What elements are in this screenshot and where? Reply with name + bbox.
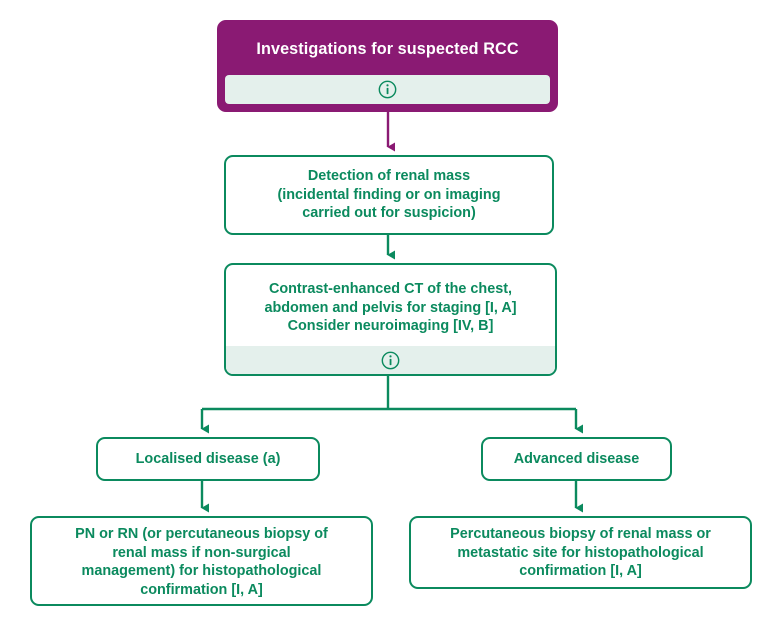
text-line: confirmation [I, A] [140, 582, 263, 599]
node-percutaneous-label: Percutaneous biopsy of renal mass or met… [450, 525, 711, 581]
node-localised-disease[interactable]: Localised disease (a) [96, 437, 320, 481]
node-detection-text: Detection of renal mass (incidental find… [226, 157, 552, 233]
node-header-title: Investigations for suspected RCC [256, 39, 519, 58]
text-line: renal mass if non-surgical [112, 544, 291, 561]
node-ct-text: Contrast-enhanced CT of the chest, abdom… [226, 265, 555, 346]
node-pn-rn-label: PN or RN (or percutaneous biopsy of rena… [75, 525, 328, 600]
node-detection-label: Detection of renal mass (incidental find… [277, 167, 500, 223]
text-line: Contrast-enhanced CT of the chest, [268, 280, 513, 297]
node-investigations-header[interactable]: Investigations for suspected RCC [217, 20, 558, 112]
node-percutaneous-text: Percutaneous biopsy of renal mass or met… [411, 518, 750, 587]
node-pn-rn-text: PN or RN (or percutaneous biopsy of rena… [32, 518, 371, 604]
header-info-strip[interactable] [225, 75, 550, 104]
edge-ct-branch-bus [200, 376, 576, 411]
info-icon[interactable] [378, 80, 397, 99]
node-pn-or-rn-biopsy[interactable]: PN or RN (or percutaneous biopsy of rena… [30, 516, 373, 606]
text-line: (incidental finding or on imaging [277, 186, 501, 203]
text-line: metastatic site for histopathological [457, 544, 704, 561]
text-line: Percutaneous biopsy of renal mass or [450, 526, 711, 542]
text-line: confirmation [I, A] [519, 563, 642, 580]
info-icon[interactable] [381, 351, 400, 370]
text-line: carried out for suspicion) [302, 205, 476, 222]
text-line: PN or RN (or percutaneous biopsy of [75, 526, 328, 542]
node-ct-label: Contrast-enhanced CT of the chest, abdom… [264, 280, 516, 336]
text-line: abdomen and pelvis for staging [I, A] [264, 299, 517, 316]
text-line: Consider neuroimaging [IV, B] [287, 318, 494, 335]
node-advanced-label: Advanced disease [513, 450, 640, 467]
node-percutaneous-biopsy[interactable]: Percutaneous biopsy of renal mass or met… [409, 516, 752, 589]
node-localised-label: Localised disease (a) [135, 450, 281, 467]
ct-info-strip[interactable] [226, 346, 555, 374]
text-line: management) for histopathological [81, 563, 322, 580]
node-detection-of-renal-mass[interactable]: Detection of renal mass (incidental find… [224, 155, 554, 235]
text-line: Detection of renal mass [307, 167, 471, 184]
node-advanced-disease[interactable]: Advanced disease [481, 437, 672, 481]
node-contrast-enhanced-ct[interactable]: Contrast-enhanced CT of the chest, abdom… [224, 263, 557, 376]
